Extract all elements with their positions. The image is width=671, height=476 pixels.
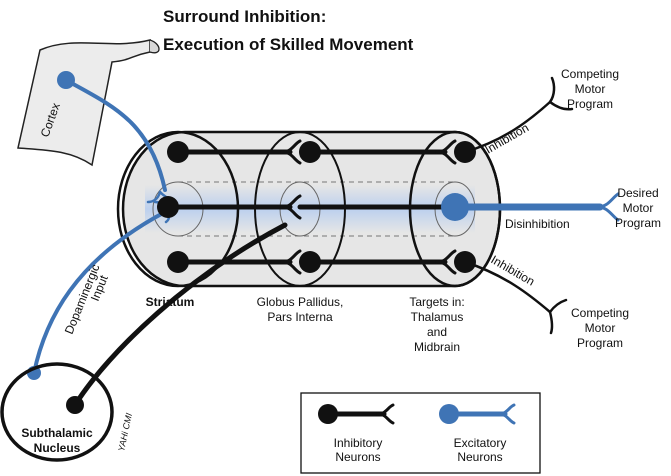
legend-excitatory-symbol: [439, 403, 516, 425]
legend-inhibitory-line-2: Neurons: [335, 450, 380, 464]
striatum-middle-neuron: [157, 196, 179, 218]
inhibitory-cell-bodies: [66, 141, 476, 414]
targets-label-line-3: and: [427, 325, 447, 339]
excitatory-cell-bodies: [27, 71, 469, 380]
gp-label-line-2: Pars Interna: [267, 310, 333, 324]
artist-signature: YAHi CMI: [116, 412, 134, 453]
target-bottom-neuron: [454, 251, 476, 273]
targets-label-line-1: Targets in:: [409, 295, 464, 309]
stn-neuron: [66, 396, 84, 414]
cortex-scroll: Cortex: [17, 39, 160, 167]
legend-inhibitory-symbol: [318, 403, 395, 425]
target-top-neuron: [454, 141, 476, 163]
desired-line-3: Program: [615, 216, 661, 230]
competing-bottom-line-2: Motor: [585, 321, 616, 335]
disinhibition-label: Disinhibition: [505, 217, 570, 231]
legend-inhibitory-line-1: Inhibitory: [334, 436, 383, 450]
desired-line-2: Motor: [623, 201, 654, 215]
title-line-1: Surround Inhibition:: [163, 7, 326, 26]
gp-top-neuron: [299, 141, 321, 163]
desired-line-1: Desired: [617, 186, 658, 200]
competing-bottom-line-1: Competing: [571, 306, 629, 320]
inhibition-top-label: Inhibition: [483, 120, 532, 156]
cortex-neuron: [57, 71, 75, 89]
inhibitory-pathways: [72, 76, 574, 408]
competing-top-line-1: Competing: [561, 67, 619, 81]
legend-excitatory-line-2: Neurons: [457, 450, 502, 464]
excitatory-pathways: [32, 78, 620, 375]
striatum-top-neuron: [167, 141, 189, 163]
striatum-bottom-neuron: [167, 251, 189, 273]
subthalamic-nucleus: Subthalamic Nucleus: [0, 362, 114, 462]
competing-bottom-line-3: Program: [577, 336, 623, 350]
gp-label-line-1: Globus Pallidus,: [257, 295, 344, 309]
stn-label-line-1: Subthalamic: [21, 426, 93, 440]
legend: Inhibitory Neurons Excitatory Neurons: [300, 392, 541, 474]
stn-label-line-2: Nucleus: [34, 441, 81, 455]
striatum-label: Striatum: [146, 295, 195, 309]
targets-label-line-2: Thalamus: [411, 310, 464, 324]
gp-bottom-neuron: [299, 251, 321, 273]
target-middle-neuron: [441, 193, 469, 221]
competing-top-line-3: Program: [567, 97, 613, 111]
targets-label-line-4: Midbrain: [414, 340, 460, 354]
title-line-2: Execution of Skilled Movement: [163, 35, 414, 54]
competing-top-line-2: Motor: [575, 82, 606, 96]
legend-excitatory-line-1: Excitatory: [454, 436, 507, 450]
